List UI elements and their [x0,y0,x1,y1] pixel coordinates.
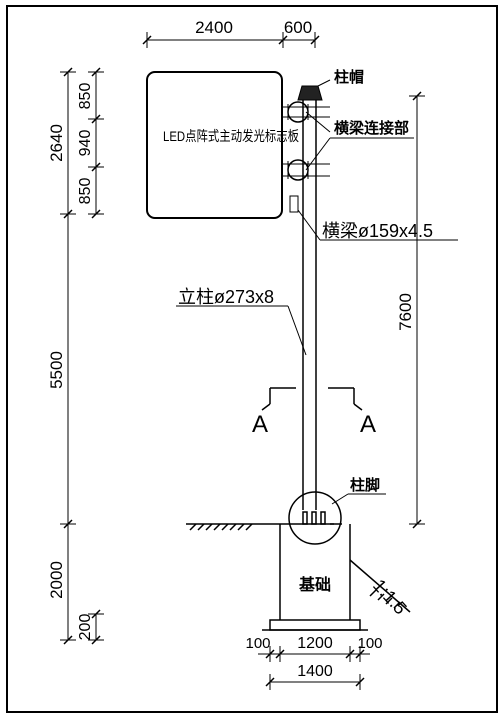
foundation [262,524,368,631]
section-label-left: A [252,411,268,438]
label-column-foot: 柱脚 [350,476,380,494]
dim-left-sign-bottom: 850 [77,178,94,205]
top-dimension [142,32,320,48]
section-marker [261,387,363,411]
column-foot-circle [288,491,342,545]
led-sign-board [146,71,283,219]
dim-top-left: 2400 [195,18,233,37]
crossarm-connection-lower [287,159,309,181]
dim-bottom-right-margin: 100 [357,635,382,652]
dim-bottom-total: 1400 [297,663,333,680]
bottom-dimension-inner [258,646,370,662]
leader-crossarm-connection [305,111,414,171]
label-crossarm-connection: 横梁连接部 [334,119,409,137]
right-dimension [409,91,425,529]
left-dimension-outer [60,67,76,645]
crossarm-connection-upper [287,101,309,123]
dim-left-sign-total: 2640 [47,124,66,162]
drawing-border [6,5,498,713]
dim-right-total: 7600 [396,293,415,331]
dim-bottom-center: 1200 [297,635,333,652]
slope-line [349,559,411,613]
dim-left-sign-mid: 940 [77,130,94,157]
dim-left-pole: 5500 [47,351,66,389]
ground-line [186,523,342,531]
leader-pole-cap [317,79,331,87]
label-pole-cap: 柱帽 [334,68,364,86]
label-slope: 1:1.5 [369,575,411,618]
label-foundation: 基础 [298,575,331,594]
dim-left-foundation: 2000 [47,561,66,599]
leader-column [176,305,307,356]
dim-top-right: 600 [284,18,312,37]
left-dimension-inner [88,67,104,645]
dim-bottom-left-margin: 100 [245,635,270,652]
pole-cap [297,85,323,101]
section-label-right: A [360,411,376,438]
dim-left-sign-top: 850 [77,83,94,110]
label-crossarm: 横梁ø159x4.5 [322,221,433,241]
label-column: 立柱ø273x8 [178,287,274,307]
leader-column-foot [331,493,386,505]
led-sign-label: LED点阵式主动发光标志板 [163,128,299,144]
bottom-dimension-outer [265,674,365,690]
column-foot [298,511,334,525]
column [302,100,317,510]
leader-crossarm [297,209,458,241]
crossarm-clamps [282,104,330,213]
dim-left-base: 200 [77,614,94,641]
